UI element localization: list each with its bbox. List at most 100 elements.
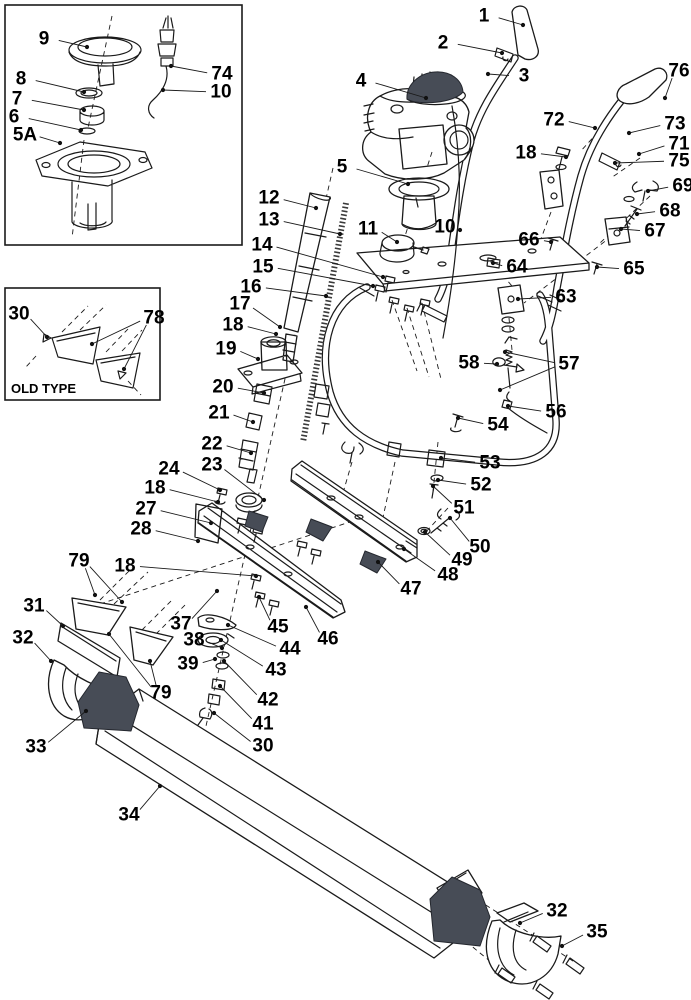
- main-diagram: [47, 5, 668, 1000]
- part-number-37: 37: [170, 614, 191, 635]
- leader-dot-57: [497, 387, 503, 393]
- part-number-23: 23: [201, 455, 222, 476]
- leader-line-72: [568, 121, 596, 129]
- leader-dot-6: [78, 127, 84, 133]
- part-number-15: 15: [252, 257, 274, 278]
- part-number-32b: 32: [546, 901, 567, 922]
- leader-line-78: [91, 320, 141, 345]
- leader-dot-20: [261, 390, 267, 396]
- leader-dot-56: [505, 403, 511, 409]
- part-number-51: 51: [453, 498, 475, 519]
- leader-line-78: [123, 324, 147, 370]
- leader-line-10i: [162, 89, 207, 93]
- leader-dot-32b: [517, 920, 523, 926]
- leader-dot-15: [370, 283, 376, 289]
- leader-line-4: [375, 82, 427, 99]
- leader-dot-76: [662, 95, 668, 101]
- part-number-3: 3: [519, 66, 530, 87]
- part-number-73: 73: [664, 114, 685, 135]
- leader-line-3: [487, 73, 510, 77]
- leader-dot-79a: [119, 599, 125, 605]
- leader-line-79b: [108, 633, 152, 688]
- part-number-66: 66: [518, 230, 539, 251]
- leader-dot-41: [217, 683, 223, 689]
- part-number-79b: 79: [150, 683, 171, 704]
- part-number-24: 24: [158, 459, 180, 480]
- leader-line-49: [424, 531, 451, 556]
- machine-body-shapes: [47, 5, 668, 985]
- leader-dot-10: [457, 227, 463, 233]
- leader-dot-19: [255, 356, 261, 362]
- leader-line-57: [499, 366, 556, 391]
- leader-dot-51: [430, 483, 436, 489]
- leader-line-75: [614, 160, 665, 164]
- leader-dot-35: [559, 943, 565, 949]
- leader-line-45: [258, 596, 271, 621]
- part-number-21: 21: [208, 403, 230, 424]
- leader-line-21: [233, 414, 254, 423]
- part-number-72: 72: [543, 110, 564, 131]
- leader-dot-47: [375, 559, 381, 565]
- part-number-32a: 32: [12, 628, 33, 649]
- leader-line-69: [647, 186, 669, 192]
- leader-line-65: [596, 266, 620, 270]
- leader-dot-30i: [44, 334, 50, 340]
- part-number-9: 9: [39, 29, 50, 50]
- part-number-57: 57: [558, 354, 579, 375]
- part-number-30a: 30: [252, 736, 273, 757]
- leader-line-24: [182, 471, 221, 491]
- leader-line-56: [507, 405, 542, 412]
- part-number-64: 64: [506, 257, 528, 278]
- part-number-76: 76: [668, 61, 689, 82]
- leader-dot-13: [337, 231, 343, 237]
- part-number-18c: 18: [144, 478, 165, 499]
- leader-dot-3: [485, 71, 491, 77]
- leader-dot-33: [83, 708, 89, 714]
- leader-dot-38: [219, 645, 225, 651]
- leader-dot-1: [520, 22, 526, 28]
- old-type-box-border: [4, 287, 161, 401]
- leader-line-52: [437, 479, 467, 485]
- leader-line-15: [277, 267, 374, 287]
- leader-dot-31: [60, 623, 66, 629]
- part-number-5: 5: [337, 157, 348, 178]
- part-number-19: 19: [215, 339, 236, 360]
- part-number-49: 49: [451, 550, 472, 571]
- old-type-plates-art: [42, 326, 141, 389]
- leader-dot-79b: [147, 658, 153, 664]
- leader-line-51: [432, 485, 453, 504]
- leader-dot-43: [218, 637, 224, 643]
- leader-dot-32a: [48, 658, 54, 664]
- leader-line-33: [47, 710, 87, 743]
- leader-line-27: [160, 510, 212, 524]
- part-number-13: 13: [258, 210, 279, 231]
- part-number-43: 43: [265, 660, 286, 681]
- leader-dot-37: [214, 588, 220, 594]
- part-number-75: 75: [668, 151, 690, 172]
- leader-dot-68: [634, 211, 640, 217]
- leader-dot-27: [208, 520, 214, 526]
- leader-line-18d: [139, 566, 257, 577]
- part-number-71: 71: [668, 134, 690, 155]
- leader-dot-10i: [160, 87, 166, 93]
- part-number-79a: 79: [68, 551, 89, 572]
- part-number-8: 8: [16, 69, 27, 90]
- leader-line-18a: [540, 153, 567, 158]
- leader-line-23: [224, 469, 265, 501]
- part-number-53: 53: [479, 453, 500, 474]
- leader-line-9: [58, 40, 88, 48]
- leader-dot-28: [195, 538, 201, 544]
- leader-dot-53: [438, 455, 444, 461]
- leader-line-18b: [247, 326, 277, 335]
- part-number-18d: 18: [114, 556, 135, 577]
- part-number-30i: 30: [8, 304, 29, 325]
- leader-dot-18d: [253, 573, 259, 579]
- leader-line-46: [305, 606, 320, 633]
- part-number-45: 45: [267, 617, 289, 638]
- part-number-18b: 18: [222, 315, 243, 336]
- leader-dot-17: [277, 324, 283, 330]
- leader-line-13: [283, 221, 341, 235]
- leader-dot-75: [612, 160, 618, 166]
- leader-line-8: [35, 80, 85, 93]
